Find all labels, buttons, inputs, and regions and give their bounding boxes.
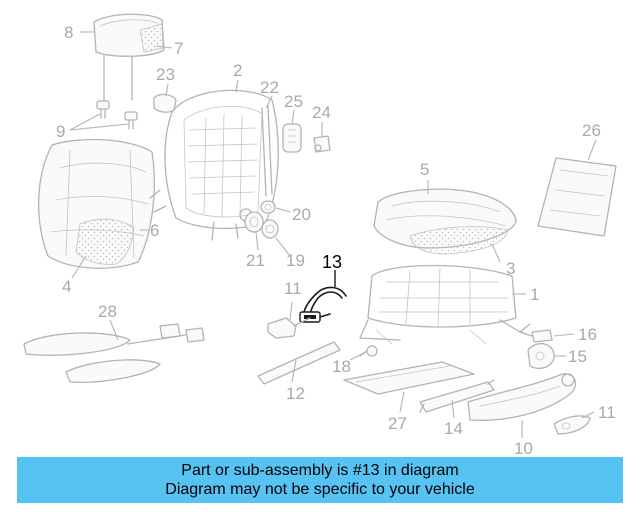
callout-label: 23: [156, 65, 175, 84]
callout-label: 4: [62, 277, 71, 296]
callout-labels: 8 7 9 23 2 22 25 24 6 4 5 3 1 26 20 21 1…: [56, 23, 616, 455]
callout-label: 3: [506, 259, 515, 278]
callout-label: 9: [56, 122, 65, 141]
banner-line-1: Part or sub-assembly is #13 in diagram: [181, 462, 459, 479]
seatback-panel-part: [537, 157, 617, 237]
callout-label: 1: [530, 285, 539, 304]
recliner-knob-part: [153, 93, 177, 113]
banner-line-2: Diagram may not be specific to your vehi…: [165, 481, 475, 498]
small-hardware-parts: [359, 329, 555, 369]
callout-label: 8: [64, 23, 73, 42]
callout-label: 18: [332, 357, 351, 376]
callout-label: 16: [578, 325, 597, 344]
callout-label: 5: [420, 160, 429, 179]
release-lever-part: [267, 317, 311, 339]
seatback-cushion-part: [37, 138, 155, 269]
callout-label: 25: [284, 92, 303, 111]
seat-cushion-part: [373, 188, 517, 255]
callout-label: 7: [174, 39, 183, 58]
side-trim-parts: [261, 105, 331, 197]
callout-label: 11: [598, 403, 616, 422]
trim-strip-parts: [257, 341, 495, 413]
callout-label: 27: [388, 414, 407, 433]
callout-label: 28: [98, 302, 117, 321]
leader-lines: [69, 31, 597, 438]
headrest-part: [93, 13, 165, 105]
info-banner: Part or sub-assembly is #13 in diagram D…: [17, 457, 623, 503]
seat-frame-part: [359, 264, 531, 345]
callout-label: 21: [246, 251, 265, 270]
highlight-label-13: 13: [322, 252, 342, 272]
callout-label: 14: [444, 419, 463, 438]
bushing-parts: [244, 200, 279, 239]
cable-part-13: [299, 270, 347, 323]
callout-label: 12: [286, 384, 305, 403]
callout-label: 26: [582, 121, 601, 140]
seat-heater-part: [23, 323, 205, 383]
callout-label: 2: [233, 61, 242, 80]
callout-label: 19: [286, 251, 305, 270]
callout-label: 15: [568, 347, 587, 366]
callout-label: 20: [292, 205, 311, 224]
callout-label: 10: [514, 439, 533, 455]
callout-label: 24: [312, 103, 331, 122]
side-shield-part: [467, 373, 591, 435]
seat-parts-diagram: 8 7 9 23 2 22 25 24 6 4 5 3 1 26 20 21 1…: [23, 13, 617, 455]
headrest-guide-part: [96, 100, 138, 130]
callout-label: 22: [260, 78, 279, 97]
callout-label: 6: [150, 221, 159, 240]
callout-label: 11: [284, 279, 302, 298]
